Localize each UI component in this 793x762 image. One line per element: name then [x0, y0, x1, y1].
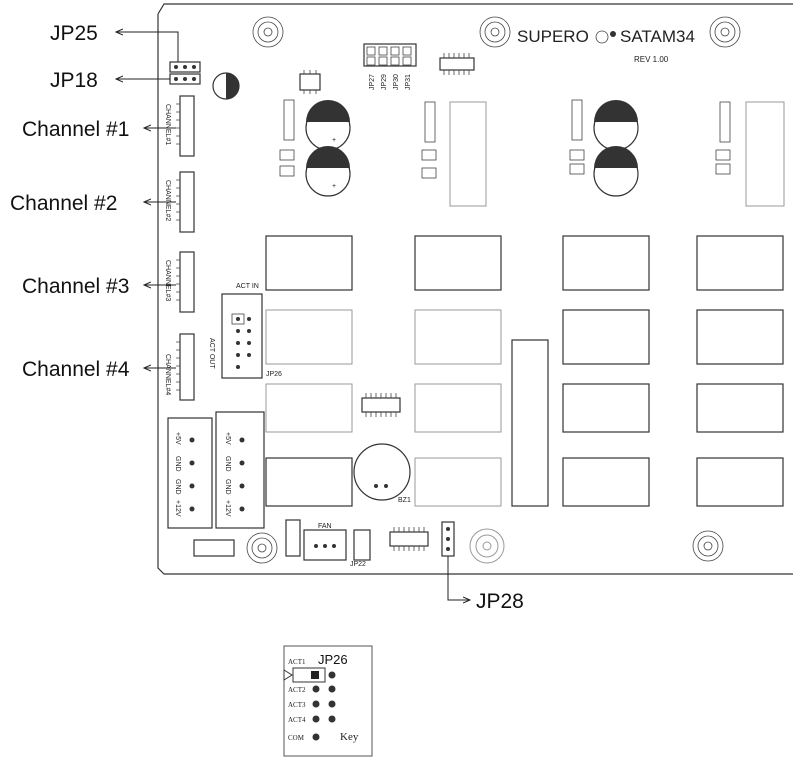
silk-channel4: CHANNEL#4 — [164, 354, 171, 395]
silk-pwr1-12v: +12V — [174, 500, 181, 517]
key-row-act4: ACT4 — [288, 716, 306, 724]
jp26-key-box — [283, 645, 373, 757]
silk-jp29: JP29 — [381, 74, 388, 90]
callout-channel2: Channel #2 — [10, 192, 117, 215]
channel-connector-1 — [176, 95, 195, 157]
callout-jp18: JP18 — [50, 69, 98, 92]
silk-channel3: CHANNEL#3 — [164, 260, 171, 301]
jumper-jp25 — [169, 61, 201, 73]
silk-jp26: JP26 — [266, 371, 282, 378]
key-row-act1: ACT1 — [288, 658, 306, 666]
silk-fan: FAN — [318, 523, 332, 530]
capacitor: + — [305, 100, 351, 151]
brand-logo-icon — [595, 30, 616, 44]
board-brand: SUPERO — [517, 27, 589, 46]
mounting-hole — [252, 16, 284, 48]
resistor — [193, 539, 235, 557]
silk-jp27: JP27 — [369, 74, 376, 90]
channel-connector-2 — [176, 171, 195, 233]
callout-line-jp25 — [116, 32, 179, 62]
callout-line-jp28 — [447, 556, 470, 600]
channel-connector-4 — [176, 333, 195, 401]
power-connector-2 — [215, 411, 265, 529]
resistor — [283, 99, 731, 143]
mounting-hole — [479, 16, 511, 48]
fan-connector-jp22 — [303, 529, 347, 561]
ic-chip — [361, 393, 401, 417]
jumper-jp18 — [169, 73, 201, 85]
key-row-act2: ACT2 — [288, 686, 306, 694]
drive-pad-grid — [265, 235, 784, 507]
callout-jp25: JP25 — [50, 22, 98, 45]
silk-pwr1-gnd1: GND — [174, 456, 181, 472]
jumper-block-jp27-jp31 — [363, 43, 417, 67]
mounting-hole — [469, 528, 505, 564]
silk-pwr2-gnd1: GND — [224, 456, 231, 472]
jumper-jp28 — [441, 521, 455, 557]
key-title: JP26 — [318, 652, 348, 667]
key-label: Key — [340, 731, 359, 743]
silk-bz1: BZ1 — [398, 497, 411, 504]
transistor — [285, 519, 371, 561]
mounting-hole — [709, 16, 741, 48]
power-connector-1 — [167, 417, 213, 529]
callout-channel3: Channel #3 — [22, 275, 129, 298]
board-revision: REV 1.00 — [634, 55, 669, 64]
callout-channel4: Channel #4 — [22, 358, 130, 381]
capacitor — [593, 146, 639, 197]
key-pin-diagram — [283, 667, 336, 741]
silk-channel2: CHANNEL#2 — [164, 180, 171, 221]
silk-pwr2-12v: +12V — [224, 500, 231, 517]
component-outline — [449, 101, 785, 207]
svg-text:+: + — [332, 183, 336, 190]
transistor — [279, 149, 731, 179]
buzzer-bz1-icon — [353, 443, 411, 501]
channel-connector-3 — [176, 251, 195, 313]
capacitor — [593, 100, 639, 151]
board-model: SATAM34 — [620, 27, 695, 46]
capacitor: + — [305, 146, 351, 197]
key-row-com: COM — [288, 734, 305, 742]
silk-act-out: ACT OUT — [208, 338, 215, 369]
silk-jp30: JP30 — [393, 74, 400, 90]
buzzer-small-icon — [212, 72, 240, 100]
callout-jp28: JP28 — [476, 590, 524, 613]
jumper-jp26 — [221, 293, 263, 379]
ic-chip — [439, 53, 475, 75]
board-outline — [157, 3, 793, 575]
callout-channel1: Channel #1 — [22, 118, 129, 141]
svg-text:+: + — [332, 137, 336, 144]
silk-jp22: JP22 — [350, 561, 366, 568]
mounting-hole — [246, 532, 278, 564]
silk-pwr2-5v: +5V — [224, 432, 231, 445]
key-row-act3: ACT3 — [288, 701, 306, 709]
silk-jp31: JP31 — [405, 74, 412, 90]
silk-pwr1-gnd2: GND — [174, 479, 181, 495]
ic-chip — [299, 70, 321, 94]
silk-act-in: ACT IN — [236, 283, 259, 290]
silk-channel1: CHANNEL#1 — [164, 104, 171, 145]
silk-pwr1-5v: +5V — [174, 432, 181, 445]
mounting-hole — [692, 530, 724, 562]
ic-chip — [389, 527, 429, 551]
silk-pwr2-gnd2: GND — [224, 479, 231, 495]
